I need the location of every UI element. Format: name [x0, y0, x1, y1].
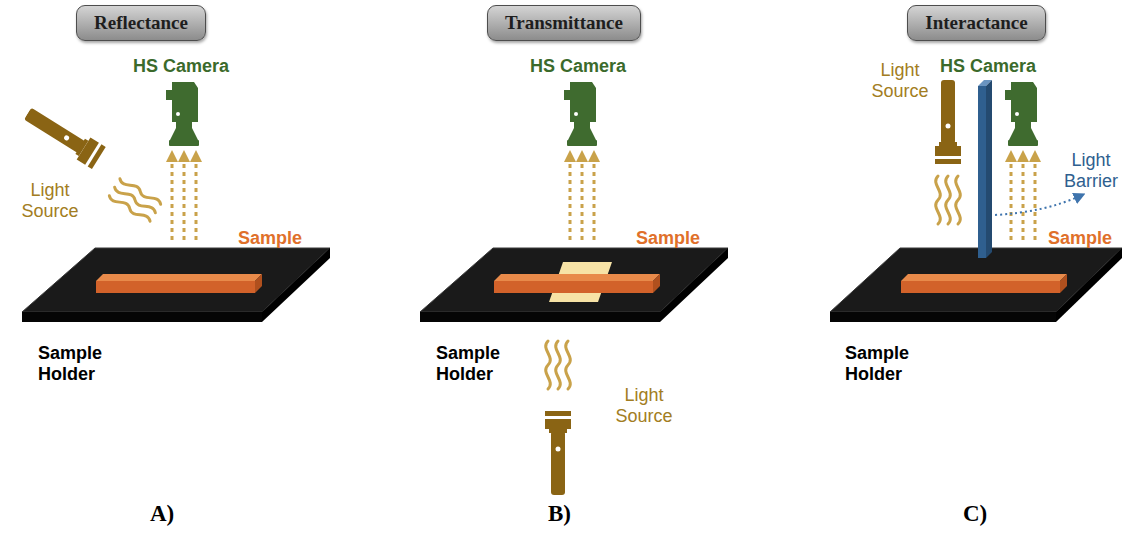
- light-source-label: Light Source: [868, 60, 932, 102]
- light-source-icon: [545, 411, 571, 495]
- sample-bar: [494, 274, 660, 293]
- light-waves: [546, 341, 571, 389]
- sample-holder: [420, 248, 728, 322]
- barrier-label: Light Barrier: [1058, 150, 1124, 192]
- camera-label: HS Camera: [940, 56, 1036, 77]
- holder-label: Sample Holder: [436, 343, 516, 385]
- method-title-box: Interactance: [907, 5, 1046, 41]
- light-path-arrows: [570, 156, 594, 240]
- method-title: Interactance: [925, 12, 1027, 34]
- camera-label: HS Camera: [530, 56, 626, 77]
- light-barrier: [978, 80, 992, 258]
- sample-bar: [901, 274, 1067, 293]
- panel-letter: A): [150, 503, 174, 524]
- light-path-arrows: [1011, 156, 1035, 240]
- light-path-arrows: [172, 156, 196, 240]
- sample-bar: [96, 274, 262, 293]
- light-source-icon: [21, 102, 106, 169]
- method-title: Transmittance: [505, 12, 623, 34]
- sample-holder: [22, 248, 330, 322]
- holder-label: Sample Holder: [845, 343, 925, 385]
- sample-holder: [830, 248, 1122, 322]
- hs-camera-icon: [564, 82, 597, 146]
- panel-letter: B): [548, 503, 571, 524]
- light-source-label: Light Source: [612, 385, 676, 427]
- panel-letter: C): [963, 503, 987, 524]
- leader-arrow: [995, 196, 1080, 215]
- method-title-box: Transmittance: [487, 5, 641, 41]
- light-waves: [936, 176, 961, 224]
- light-source-icon: [935, 80, 961, 164]
- sample-label: Sample: [1048, 228, 1112, 249]
- camera-label: HS Camera: [133, 56, 229, 77]
- light-source-label: Light Source: [18, 180, 82, 222]
- method-title: Reflectance: [94, 12, 188, 34]
- holder-label: Sample Holder: [38, 343, 118, 385]
- light-waves: [108, 177, 162, 223]
- sample-label: Sample: [636, 228, 700, 249]
- hs-camera-icon: [1005, 82, 1038, 146]
- sample-label: Sample: [238, 228, 302, 249]
- hs-camera-icon: [166, 82, 199, 146]
- method-title-box: Reflectance: [76, 5, 206, 41]
